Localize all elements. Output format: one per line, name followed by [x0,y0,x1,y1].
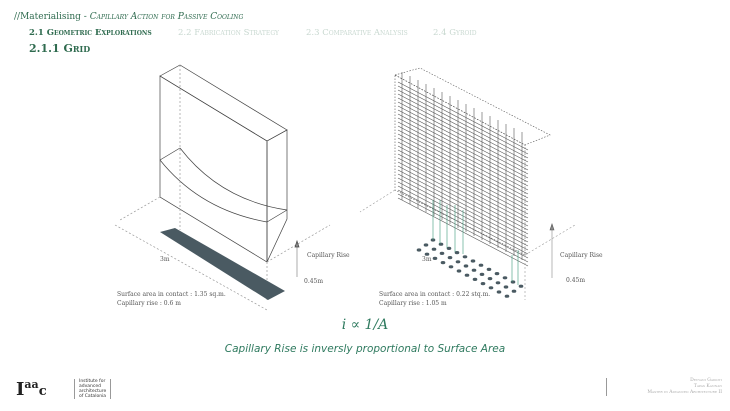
left-diagram [114,64,331,311]
contact-point [447,256,453,260]
contact-point [440,261,446,265]
contact-point [518,284,524,288]
tube [397,105,529,179]
contact-point [424,252,430,256]
institute-line: advanced [79,384,101,389]
left-surface-area: Surface area in contact : 1.35 sq.m. [117,291,226,298]
contact-point [478,263,484,267]
credit-line: Master in Advanced Architecture II [647,390,722,395]
caption: Capillary Rise is inversly proportional … [224,343,506,355]
left-capillary-label: Capillary Rise [307,252,350,259]
iaac-logo: Iaac [16,378,47,400]
breadcrumb: //Materialising - Capillary Action for P… [14,12,243,22]
contact-point [455,260,461,264]
left-capillary-rise: Capillary rise : 0.6 m [117,300,181,307]
contact-point [479,272,485,276]
contact-point [456,269,462,273]
right-length-label: 3m [422,256,432,263]
page-subtitle: 2.1.1 Grid [29,42,91,55]
contact-point [495,281,501,285]
contact-point [439,251,445,255]
contact-point [448,265,454,269]
contact-point [416,248,422,252]
contact-point [471,268,477,272]
tube [397,121,529,195]
institute-line: architecture [79,389,107,394]
contact-point [423,243,429,247]
contact-point [431,247,437,251]
tube [397,137,529,211]
right-diagram [359,67,576,300]
institute-name: Institute for advanced architecture of C… [74,379,112,399]
contact-point [470,259,476,263]
contact-point [486,267,492,271]
contact-point [503,285,509,289]
tube [397,81,529,155]
contact-point [488,286,494,290]
crumb-title: Capillary Action for Passive Cooling [89,12,244,22]
contact-point [504,294,510,298]
tube [397,97,529,171]
left-height-label: 0.45m [304,278,324,285]
contact-point [438,242,444,246]
tube [397,89,529,163]
contact-point [464,273,470,277]
contact-point [462,255,468,259]
contact-area [160,228,285,300]
contact-point [446,246,452,250]
tab-geometric-explorations[interactable]: 2.1 Geometric Explorations [29,28,152,38]
credit-line: Devyani Gaikoti [690,378,722,383]
contact-point [502,276,508,280]
contact-point [463,264,469,268]
right-capillary-label: Capillary Rise [560,252,603,259]
credit-line: Tapas Kannan [693,384,722,389]
tube [397,129,529,203]
contact-point [480,282,486,286]
contact-point [432,256,438,260]
tab-fabrication-strategy[interactable]: 2.2 Fabrication Strategy [178,28,279,38]
right-capillary-rise: Capillary rise : 1.05 m [379,300,447,307]
institute-line: Institute for [79,379,106,384]
tube [397,153,529,227]
tube [397,161,529,235]
tube [397,169,529,243]
contact-point [496,290,502,294]
contact-point [494,272,500,276]
formula: i ∝ 1/A [341,317,389,333]
right-height-label: 0.45m [566,277,586,284]
right-surface-area: Surface area in contact : 0.22 stq.m. [379,291,491,298]
tube [397,145,529,219]
left-length-label: 3m [160,256,170,263]
credits: Devyani Gaikoti Tapas Kannan Master in A… [606,378,722,396]
contact-point [487,277,493,281]
institute-line: of Catalonia [79,394,107,399]
contact-point [511,289,517,293]
contact-point [454,251,460,255]
contact-point [510,280,516,284]
tab-gyroid[interactable]: 2.4 Gyroid [433,28,477,38]
tab-comparative-analysis[interactable]: 2.3 Comparative Analysis [306,28,408,38]
contact-point [472,277,478,281]
crumb-prefix: //Materialising - [14,12,90,22]
tube [397,113,529,187]
